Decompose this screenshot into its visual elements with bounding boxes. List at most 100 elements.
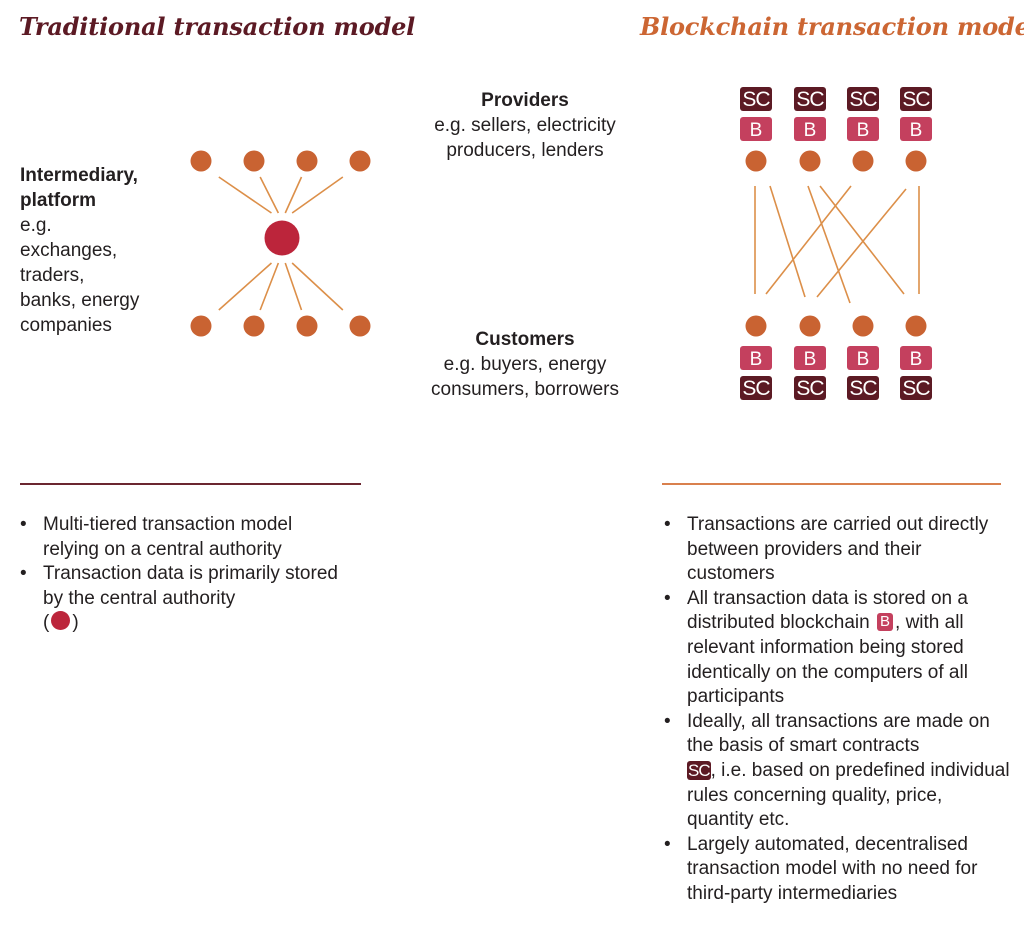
customer-node	[745, 315, 767, 337]
transaction-line	[769, 185, 806, 298]
intermediary-heading-2: platform	[20, 190, 96, 211]
blockchain-badge: B	[740, 346, 772, 370]
customer-node	[799, 315, 821, 337]
intermediary-label: Intermediary, platform e.g. exchanges, t…	[20, 163, 180, 338]
smart-contract-badge-bg	[794, 87, 826, 111]
smart-contract-badge: SC	[900, 376, 932, 400]
blockchain-badge-bg	[794, 346, 826, 370]
customers-heading: Customers	[475, 329, 575, 350]
traditional-network	[190, 150, 371, 337]
blockchain-badge-label: B	[804, 120, 817, 141]
blockchain-badge-bg	[740, 346, 772, 370]
blockchain-badge: B	[847, 346, 879, 370]
connector-line	[284, 176, 303, 214]
bullet-item: Largely automated, decentralised transac…	[664, 833, 1014, 907]
connector-line	[259, 176, 280, 214]
customer-node	[296, 315, 318, 337]
provider-node	[905, 150, 927, 172]
smart-contract-badge-bg	[900, 87, 932, 111]
smart-contract-badge-label: SC	[742, 377, 770, 400]
smart-contract-badge-label: SC	[902, 88, 930, 111]
blockchain-badge-bg	[847, 346, 879, 370]
smart-contract-badge-label: SC	[742, 88, 770, 111]
smart-contract-badge-icon: SC	[687, 760, 711, 780]
bullet-item: Multi-tiered transaction model relying o…	[20, 513, 340, 562]
blockchain-badge-label: B	[750, 349, 763, 370]
blockchain-badge-bg	[900, 117, 932, 141]
transaction-line	[765, 185, 852, 295]
customers-example: e.g. buyers, energy	[443, 354, 607, 375]
customers-example: consumers, borrowers	[431, 379, 619, 400]
intermediary-example: traders,	[20, 265, 85, 286]
smart-contract-badge-label: SC	[849, 88, 877, 111]
provider-node	[852, 150, 874, 172]
providers-example: producers, lenders	[446, 140, 604, 161]
traditional-model-title: Traditional transaction model	[19, 12, 416, 41]
blockchain-badge-label: B	[910, 120, 923, 141]
provider-node	[349, 150, 371, 172]
smart-contract-badge-bg	[847, 87, 879, 111]
smart-contract-badge-bg	[740, 87, 772, 111]
providers-heading: Providers	[481, 90, 569, 111]
blockchain-badge-label: B	[910, 349, 923, 370]
connector-line	[284, 262, 303, 311]
smart-contract-badge: SC	[740, 376, 772, 400]
smart-contract-badge-label: SC	[902, 377, 930, 400]
blockchain-badge-bg	[794, 117, 826, 141]
traditional-bullet-list: Multi-tiered transaction model relying o…	[20, 513, 340, 636]
customer-node	[905, 315, 927, 337]
providers-label: Providers e.g. sellers, electricity prod…	[405, 88, 645, 163]
smart-contract-badge: SC	[740, 87, 772, 111]
customer-node	[243, 315, 265, 337]
blockchain-badge: B	[794, 346, 826, 370]
blockchain-badge: B	[740, 117, 772, 141]
smart-contract-badge: SC	[794, 87, 826, 111]
smart-contract-badge-bg	[900, 376, 932, 400]
intermediary-example: exchanges,	[20, 240, 118, 261]
connector-line	[218, 262, 273, 311]
blockchain-badge: B	[847, 117, 879, 141]
provider-node	[745, 150, 767, 172]
blockchain-badge-bg	[847, 117, 879, 141]
connector-line	[259, 262, 280, 311]
bullet-item: Transactions are carried out directly be…	[664, 513, 1014, 587]
intermediary-example: companies	[20, 315, 112, 336]
provider-node	[799, 150, 821, 172]
smart-contract-badge-label: SC	[796, 377, 824, 400]
traditional-divider	[20, 483, 361, 485]
blockchain-badge-label: B	[857, 349, 870, 370]
connector-line	[291, 176, 344, 214]
blockchain-badge: B	[794, 117, 826, 141]
diagram-canvas: SC B B SC SC B B SC SC B B SC SC B B SC	[190, 87, 932, 400]
blockchain-badge: B	[900, 117, 932, 141]
provider-node	[296, 150, 318, 172]
intermediary-example: banks, energy	[20, 290, 140, 311]
intermediary-example: e.g.	[20, 215, 52, 236]
provider-node	[243, 150, 265, 172]
transaction-line	[816, 188, 907, 298]
transaction-line	[819, 185, 905, 295]
blockchain-badge: B	[900, 346, 932, 370]
providers-example: e.g. sellers, electricity	[434, 115, 616, 136]
blockchain-badge-label: B	[804, 349, 817, 370]
connector-line	[291, 262, 344, 311]
customer-node	[349, 315, 371, 337]
smart-contract-badge: SC	[900, 87, 932, 111]
central-authority-dot-icon	[51, 611, 71, 631]
blockchain-badge-icon: B	[877, 613, 894, 632]
smart-contract-badge-label: SC	[849, 377, 877, 400]
provider-node	[190, 150, 212, 172]
blockchain-divider	[662, 483, 1001, 485]
blockchain-badge-label: B	[857, 120, 870, 141]
central-authority-node	[264, 220, 300, 256]
customer-node	[852, 315, 874, 337]
blockchain-badge-label: B	[750, 120, 763, 141]
blockchain-network: SC B B SC SC B B SC SC B B SC SC B B SC	[740, 87, 932, 400]
blockchain-badge-bg	[900, 346, 932, 370]
smart-contract-badge: SC	[847, 87, 879, 111]
bullet-item: All transaction data is stored on a dist…	[664, 587, 1014, 710]
connector-line	[218, 176, 272, 214]
smart-contract-badge-label: SC	[796, 88, 824, 111]
smart-contract-badge: SC	[794, 376, 826, 400]
smart-contract-badge-bg	[847, 376, 879, 400]
